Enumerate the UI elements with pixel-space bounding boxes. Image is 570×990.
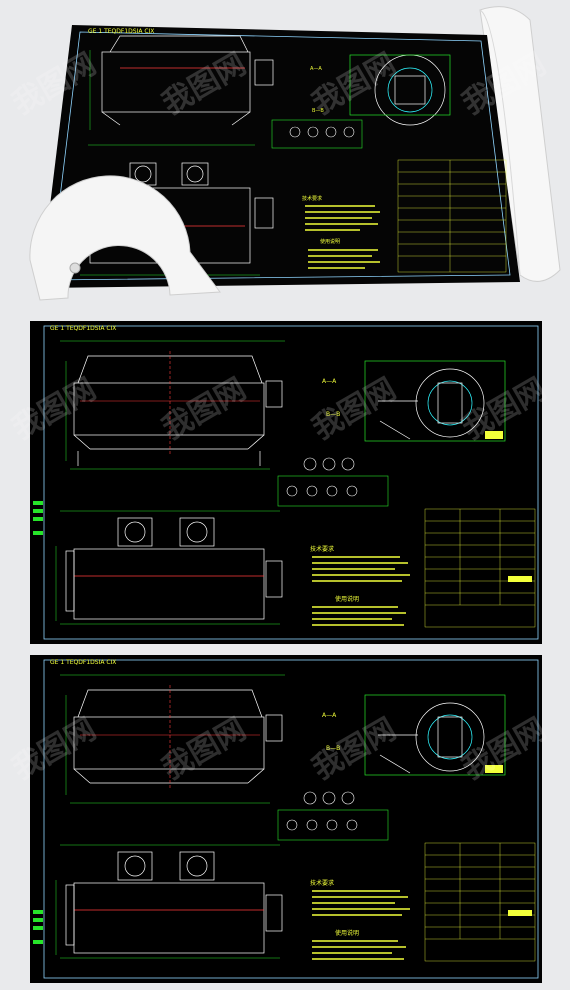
flat2-section-a: A—A <box>322 712 337 719</box>
perspective-section-a: A—A <box>310 66 322 72</box>
flat2-notes2-title: 使用说明 <box>335 929 359 937</box>
flat1-section-b: B—B <box>326 411 340 418</box>
flat2-title-block: GE 1 TEQDF1DSIA CIX <box>50 659 116 666</box>
perspective-notes2-title: 使用说明 <box>320 238 340 245</box>
flat2-notes-title: 技术要求 <box>310 879 334 887</box>
flat-drawing-sheet-2: GE 1 TEQDF1DSIA CIX A—A B—B <box>30 655 542 983</box>
flat1-notes-title: 技术要求 <box>310 545 334 553</box>
protractor-icon <box>29 175 221 301</box>
flat-drawing-1: GE 1 TEQDF1DSIA CIX <box>30 321 542 644</box>
flat1-notes2-title: 使用说明 <box>335 595 359 603</box>
flat1-section-a: A—A <box>322 378 337 385</box>
flat1-title-block: GE 1 TEQDF1DSIA CIX <box>50 325 116 332</box>
flat-drawing-sheet-1: GE 1 TEQDF1DSIA CIX <box>30 321 542 644</box>
perspective-section-b: B—B <box>312 108 324 114</box>
perspective-notes-title: 技术要求 <box>302 195 322 202</box>
perspective-title-block: GE 1 TEQDF1DSIA CIX <box>88 28 154 35</box>
perspective-drawing: GE 1 TEQDF1DSIA CIX <box>29 6 561 301</box>
perspective-drawing-sheet: GE 1 TEQDF1DSIA CIX <box>0 0 570 310</box>
flat-drawing-2: GE 1 TEQDF1DSIA CIX A—A B—B <box>30 655 542 983</box>
flat2-section-b: B—B <box>326 745 340 752</box>
